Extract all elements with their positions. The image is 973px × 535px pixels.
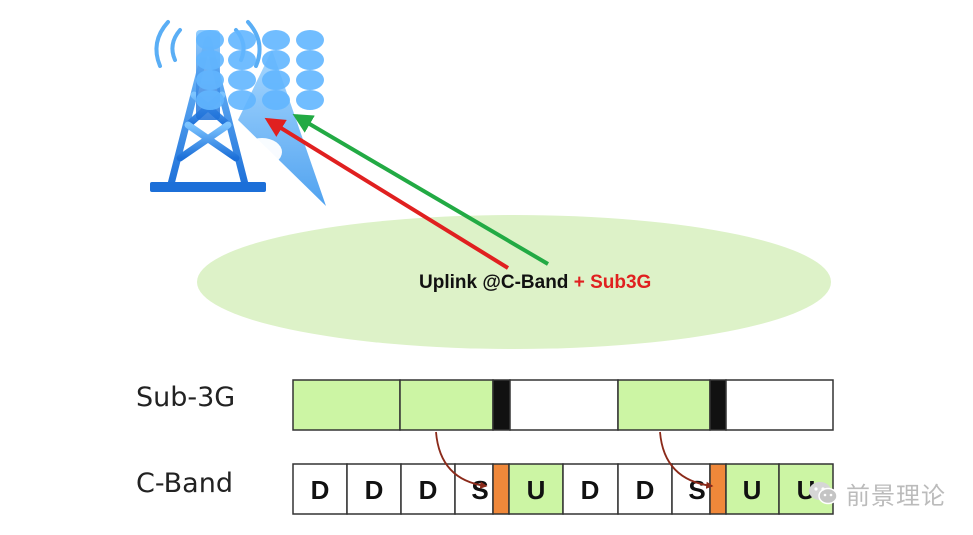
sub3g-gap <box>709 379 727 431</box>
cband-slot <box>346 463 402 515</box>
cband-row-label: C-Band <box>136 468 233 499</box>
cband-slot-label: D <box>419 475 438 505</box>
sub3g-gap <box>492 379 511 431</box>
cband-slot <box>292 463 348 515</box>
cband-slot-label: U <box>743 475 762 505</box>
cband-slot-label: S <box>471 475 488 505</box>
cband-slot-label: D <box>636 475 655 505</box>
sub3g-row-label: Sub-3G <box>136 382 236 413</box>
wechat-icon <box>809 482 838 505</box>
sub3g-slot <box>725 379 834 431</box>
schedule-arrow <box>659 431 714 489</box>
plus-sign: + <box>573 272 585 293</box>
cband-slot-label: D <box>581 475 600 505</box>
coverage-ellipse <box>197 215 831 349</box>
uplink-red-arrow <box>264 117 510 270</box>
uplink-label: Uplink @C-Band <box>419 272 569 293</box>
cband-guard <box>709 463 727 515</box>
schedule-arrow <box>435 431 488 489</box>
sub3g-row <box>292 379 834 431</box>
cband-slot-label: D <box>311 475 330 505</box>
sub3g-label: Sub3G <box>590 272 652 293</box>
sub3g-slot <box>292 379 401 431</box>
uplink-green-arrow <box>292 113 550 266</box>
sub3g-slot <box>617 379 711 431</box>
cband-slot-label: U <box>527 475 546 505</box>
sub3g-slot <box>399 379 494 431</box>
watermark-text: 前景理论 <box>846 481 946 510</box>
cband-slot-label: D <box>365 475 384 505</box>
cband-slot-label: U <box>797 475 816 505</box>
cband-guard <box>492 463 510 515</box>
cband-slot-label: S <box>688 475 705 505</box>
sub3g-slot <box>509 379 619 431</box>
base-station-icon <box>150 20 326 206</box>
uplink-caption: Uplink @C-Band + Sub3G <box>419 272 651 294</box>
watermark: 前景理论 <box>808 476 948 510</box>
cband-slot <box>508 463 564 515</box>
